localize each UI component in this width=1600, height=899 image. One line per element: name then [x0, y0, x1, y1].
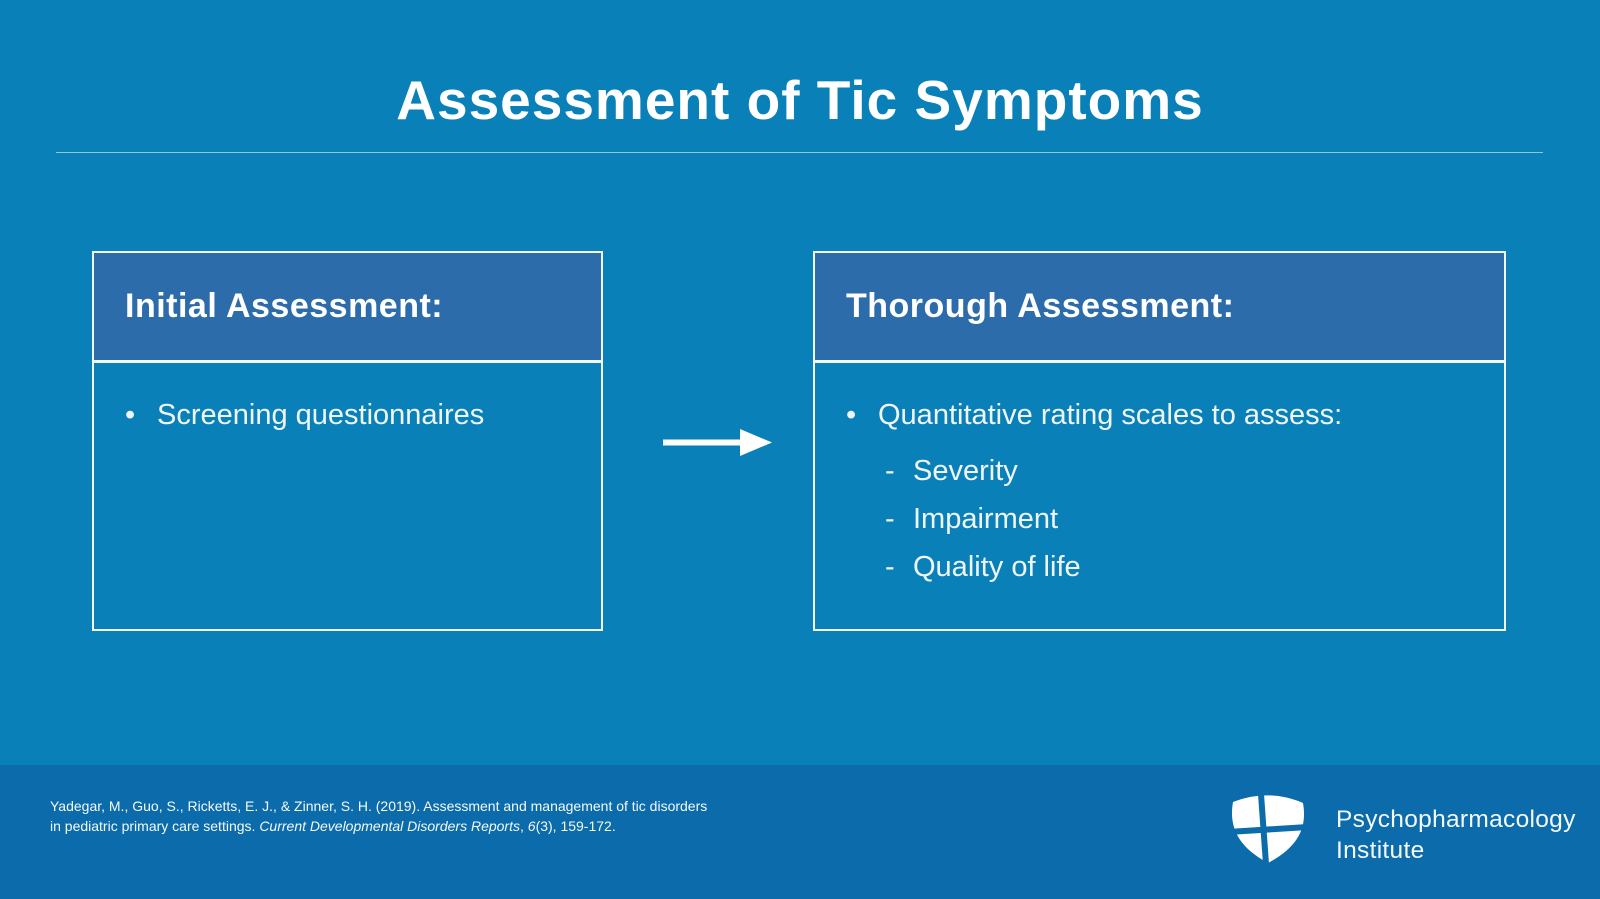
- list-item: • Screening questionnaires: [125, 395, 583, 435]
- shield-logo-icon: [1227, 793, 1309, 869]
- sub-list-item: - Impairment: [885, 495, 1486, 543]
- list-item: • Quantitative rating scales to assess:: [846, 395, 1486, 435]
- bullet-icon: •: [125, 399, 136, 431]
- citation-separator: ,: [519, 818, 528, 834]
- initial-assessment-box: Initial Assessment: • Screening question…: [92, 251, 603, 631]
- dash-icon: -: [885, 503, 895, 535]
- dash-icon: -: [885, 551, 895, 583]
- dash-icon: -: [885, 455, 895, 487]
- citation-journal-name: Current Developmental Disorders Reports: [259, 818, 520, 834]
- page-title: Assessment of Tic Symptoms: [396, 69, 1204, 131]
- thorough-assessment-box: Thorough Assessment: • Quantitative rati…: [813, 251, 1506, 631]
- footer: Yadegar, M., Guo, S., Ricketts, E. J., &…: [0, 765, 1600, 899]
- thorough-assessment-body: • Quantitative rating scales to assess: …: [815, 363, 1504, 591]
- sub-list-item: - Severity: [885, 447, 1486, 495]
- sub-item-label: Quality of life: [913, 551, 1081, 583]
- sub-list-item: - Quality of life: [885, 543, 1486, 591]
- citation-line-2: in pediatric primary care settings. Curr…: [50, 816, 707, 836]
- logo-text-line-1: Psychopharmacology: [1336, 806, 1576, 833]
- list-item-label: Screening questionnaires: [157, 399, 485, 431]
- citation: Yadegar, M., Guo, S., Ricketts, E. J., &…: [50, 796, 707, 836]
- initial-assessment-header: Initial Assessment:: [94, 253, 601, 363]
- thorough-assessment-header: Thorough Assessment:: [815, 253, 1504, 363]
- bullet-icon: •: [846, 399, 857, 431]
- logo-wordmark: Psychopharmacology Institute: [1336, 804, 1576, 866]
- citation-line-2-prefix: in pediatric primary care settings.: [50, 818, 260, 834]
- title-divider: [56, 152, 1543, 153]
- sub-item-label: Severity: [913, 455, 1018, 487]
- right-arrow-icon: [663, 427, 773, 457]
- sub-item-label: Impairment: [913, 503, 1059, 535]
- citation-line-1: Yadegar, M., Guo, S., Ricketts, E. J., &…: [50, 798, 708, 814]
- citation-line-2-suffix: (3), 159-172.: [535, 818, 616, 834]
- citation-volume: 6: [527, 818, 536, 834]
- sub-list: - Severity - Impairment - Quality of lif…: [846, 447, 1486, 591]
- list-item-label: Quantitative rating scales to assess:: [878, 399, 1343, 431]
- initial-assessment-body: • Screening questionnaires: [94, 363, 601, 435]
- logo-text-line-2: Institute: [1336, 837, 1425, 864]
